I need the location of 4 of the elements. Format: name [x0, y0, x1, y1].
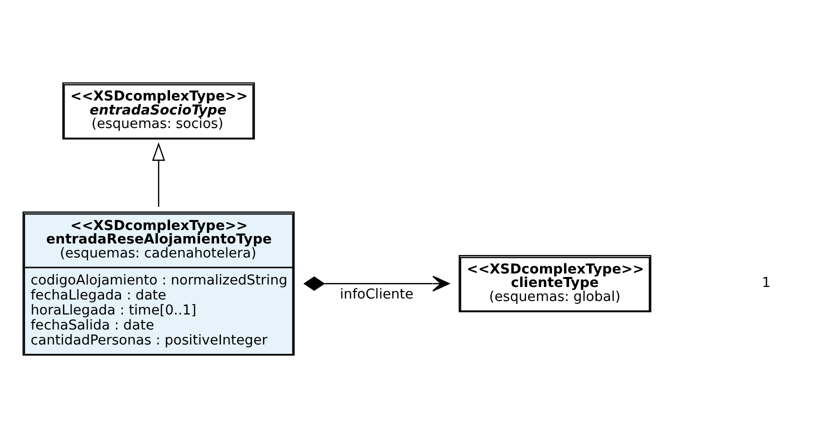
- arrow: [152, 142, 166, 207]
- edge-label: infoCliente: [340, 286, 414, 302]
- label: 1: [762, 275, 771, 292]
- arrow: [303, 276, 450, 292]
